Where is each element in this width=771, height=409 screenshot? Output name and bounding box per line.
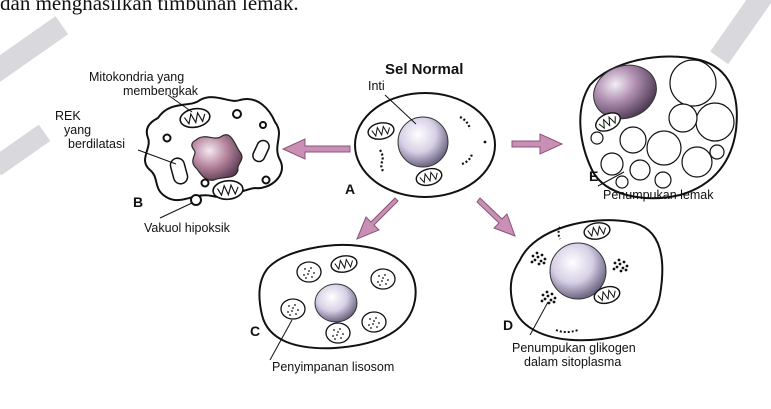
label-nucleus: Inti	[368, 79, 385, 93]
arrow-to-e	[512, 134, 562, 154]
arrow-to-d	[477, 198, 515, 236]
label-rek-line1: REK	[55, 109, 81, 123]
diagram-title: Sel Normal	[385, 61, 463, 78]
label-glycogen-line1: Penumpukan glikogen	[512, 341, 636, 355]
arrow-to-b	[283, 139, 350, 159]
label-lysosome: Penyimpanan lisosom	[272, 360, 394, 374]
label-rek-line2: yang	[64, 123, 91, 137]
cell-d-glycogen	[511, 220, 663, 340]
cell-e-fat	[580, 56, 737, 198]
letter-c: C	[250, 323, 260, 339]
label-rek-line3: berdilatasi	[68, 137, 125, 151]
letter-a: A	[345, 181, 355, 197]
arrow-to-c	[357, 198, 398, 239]
label-fat: Penumpukan lemak	[603, 188, 713, 202]
cell-a-normal	[355, 93, 495, 197]
cell-a-nucleus	[398, 117, 448, 167]
letter-d: D	[503, 317, 513, 333]
label-glycogen-line2: dalam sitoplasma	[524, 355, 621, 369]
letter-e: E	[589, 168, 598, 184]
cell-b-hypoxic	[138, 95, 282, 218]
label-vacuole: Vakuol hipoksik	[144, 221, 230, 235]
cell-c-lysosome	[260, 245, 416, 360]
cell-c-nucleus	[315, 284, 357, 322]
label-mitochondria-line1: Mitokondria yang	[89, 70, 184, 84]
letter-b: B	[133, 194, 143, 210]
label-mitochondria-line2: membengkak	[123, 84, 198, 98]
